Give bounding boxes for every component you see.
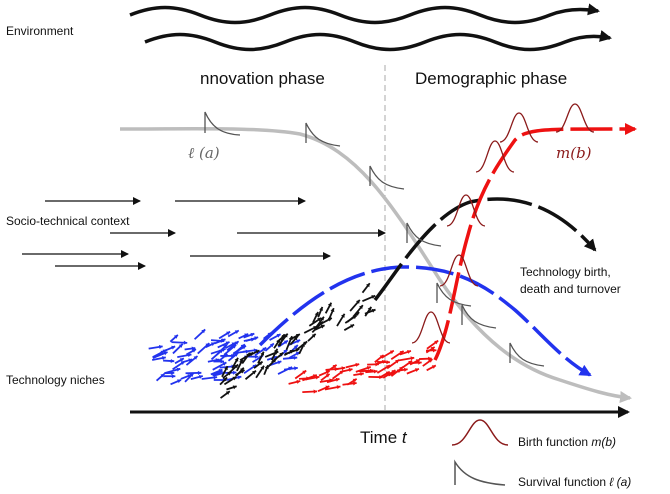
niche-arrows bbox=[148, 282, 439, 399]
environment-waves bbox=[129, 3, 612, 52]
survival-curve bbox=[119, 126, 632, 403]
birth-symbol: m(b) bbox=[556, 144, 592, 162]
technology-niches-label: Technology niches bbox=[6, 373, 105, 387]
time-axis-label: Time t bbox=[360, 428, 408, 447]
black-curve bbox=[373, 197, 597, 302]
environment-label: Environment bbox=[6, 24, 74, 38]
red-curve bbox=[433, 122, 637, 361]
legend-birth-label: Birth function m(b) bbox=[518, 435, 616, 449]
demographic-phase-label: Demographic phase bbox=[415, 69, 567, 88]
survival-glyphs bbox=[204, 111, 545, 367]
birth-glyphs bbox=[411, 103, 595, 344]
blue-curve bbox=[258, 265, 592, 377]
turnover-label-line2: death and turnover bbox=[520, 282, 621, 296]
turnover-label-line1: Technology birth, bbox=[520, 265, 611, 279]
legend-birth-icon bbox=[451, 419, 509, 446]
innovation-phase-label: nnovation phase bbox=[200, 69, 325, 88]
survival-symbol: ℓ (a) bbox=[188, 144, 220, 162]
socio-technical-context-label: Socio-technical context bbox=[6, 214, 130, 228]
context-arrows bbox=[22, 197, 386, 270]
legend-survival-icon bbox=[454, 459, 506, 486]
legend-survival-label: Survival function ℓ (a) bbox=[518, 475, 631, 489]
